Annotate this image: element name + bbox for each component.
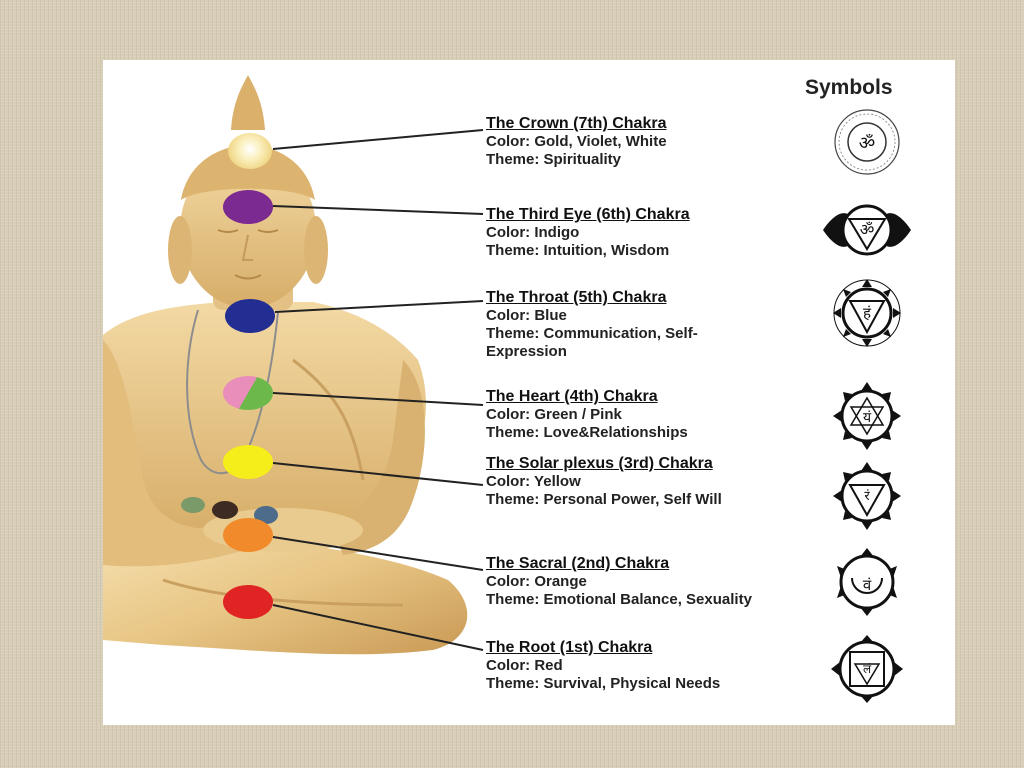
sacral-chakra-dot (223, 518, 273, 552)
buddha-statue-illustration (103, 75, 468, 655)
heart-chakra-dot (223, 376, 273, 410)
heart-chakra-entry: The Heart (4th) Chakra Color: Green / Pi… (486, 387, 816, 442)
chakra-color: Color: Blue (486, 307, 567, 324)
chakra-theme: Theme: Emotional Balance, Sexuality (486, 591, 752, 608)
chakra-theme: Theme: Spirituality (486, 151, 622, 168)
chakra-title: The Heart (4th) Chakra (486, 388, 658, 405)
symbol-glyph: वं (863, 576, 872, 594)
chakra-color: Color: Yellow (486, 473, 581, 490)
chakra-theme: Theme: Survival, Physical Needs (486, 675, 721, 692)
throat-chakra-entry: The Throat (5th) Chakra Color: Blue Them… (486, 288, 746, 361)
root-chakra-dot (223, 585, 273, 619)
sacral-chakra-symbol-icon: वं (837, 548, 897, 616)
chakra-title: The Root (1st) Chakra (486, 639, 653, 656)
chakra-theme: Theme: Love&Relationships (486, 424, 688, 441)
third-eye-chakra-entry: The Third Eye (6th) Chakra Color: Indigo… (486, 205, 816, 260)
crown-chakra-symbol-icon: ॐ (834, 109, 900, 175)
chakra-title: The Throat (5th) Chakra (486, 289, 667, 306)
symbol-glyph: ॐ (859, 133, 875, 154)
third-eye-chakra-dot (223, 190, 273, 224)
chakra-title: The Third Eye (6th) Chakra (486, 206, 690, 223)
sacral-chakra-entry: The Sacral (2nd) Chakra Color: Orange Th… (486, 554, 786, 609)
chakra-title: The Crown (7th) Chakra (486, 115, 667, 132)
chakra-title: The Sacral (2nd) Chakra (486, 555, 670, 572)
chakra-color: Color: Indigo (486, 224, 580, 241)
crown-chakra-dot (228, 133, 272, 169)
symbol-glyph: हं (863, 304, 872, 322)
solar-plexus-chakra-symbol-icon: रं (833, 462, 901, 530)
chakra-title: The Solar plexus (3rd) Chakra (486, 455, 713, 472)
root-chakra-symbol-icon: लं (831, 635, 903, 703)
chakra-color: Color: Gold, Violet, White (486, 133, 667, 150)
root-chakra-entry: The Root (1st) Chakra Color: Red Theme: … (486, 638, 776, 693)
chakra-color: Color: Red (486, 657, 563, 674)
chakra-theme: Theme: Personal Power, Self Will (486, 491, 722, 508)
solar-plexus-chakra-dot (223, 445, 273, 479)
chakra-color: Color: Green / Pink (486, 406, 622, 423)
chakra-theme: Theme: Communication, Self-Expression (486, 325, 698, 360)
symbols-heading: Symbols (805, 76, 893, 99)
crown-chakra-entry: The Crown (7th) Chakra Color: Gold, Viol… (486, 114, 816, 169)
throat-chakra-dot (225, 299, 275, 333)
symbol-glyph: रं (864, 489, 870, 504)
chakra-theme: Theme: Intuition, Wisdom (486, 242, 670, 259)
symbol-glyph: ॐ (860, 220, 875, 239)
third-eye-chakra-symbol-icon: ॐ (823, 204, 911, 256)
symbol-glyph: यं (863, 410, 872, 426)
heart-chakra-symbol-icon: यं (833, 382, 901, 450)
chakra-diagram-panel: Symbols The Crown (7th) Chakra Color: Go… (103, 60, 955, 725)
throat-chakra-symbol-icon: हं (833, 279, 901, 347)
chakra-color: Color: Orange (486, 573, 587, 590)
solar-plexus-chakra-entry: The Solar plexus (3rd) Chakra Color: Yel… (486, 454, 786, 509)
symbol-glyph: लं (863, 662, 872, 676)
